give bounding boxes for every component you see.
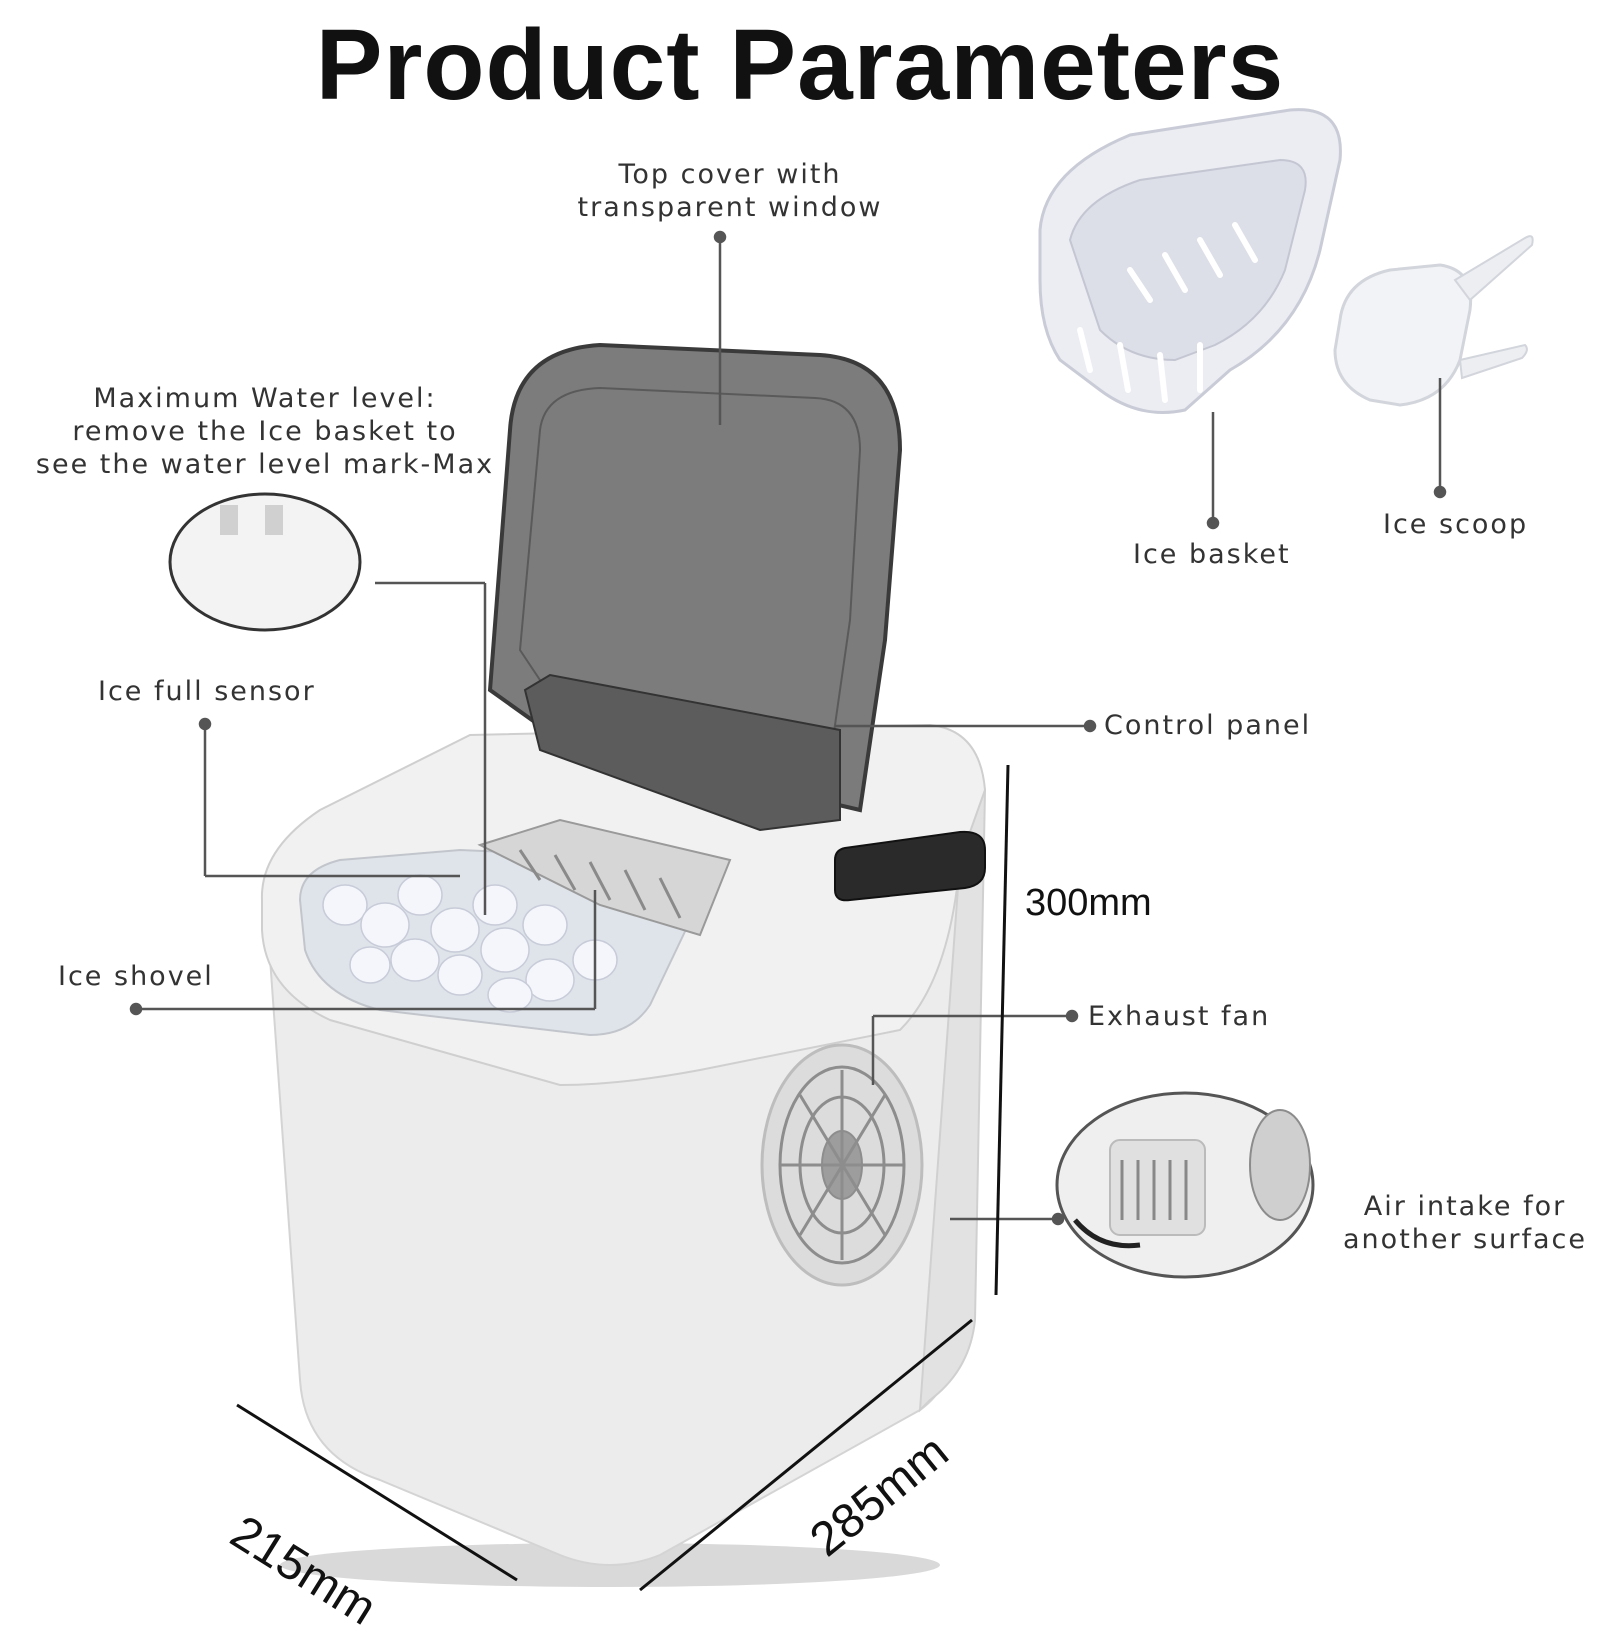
label-ice-full-sensor: Ice full sensor (98, 676, 316, 707)
label-top-cover: Top cover with transparent window (577, 159, 883, 223)
label-control-panel: Control panel (1104, 710, 1312, 741)
height-dimension-line (994, 764, 1010, 1296)
ice-maker-machine (260, 342, 987, 1587)
page-title: Product Parameters (315, 9, 1285, 121)
depth-dimension-line (639, 1318, 973, 1592)
air-intake-inset (1055, 1091, 1315, 1279)
diagram-stage: Product Parameters Top cover with transp… (35, 9, 1587, 1636)
dimension-height-label: 300mm (1025, 882, 1152, 924)
label-exhaust-fan: Exhaust fan (1088, 1001, 1271, 1032)
product-illustration (129, 108, 1534, 1592)
width-dimension-line (236, 1403, 518, 1582)
exhaust-fan-grille (760, 1043, 924, 1287)
label-air-intake: Air intake for another surface (1343, 1191, 1587, 1255)
dimension-lines (236, 764, 1010, 1592)
ice-basket-illustration (1038, 108, 1342, 414)
label-ice-shovel: Ice shovel (58, 961, 214, 992)
machine-handle (834, 830, 986, 902)
label-ice-basket: Ice basket (1133, 539, 1291, 570)
leader-lines (129, 230, 1447, 1226)
label-ice-scoop: Ice scoop (1383, 509, 1529, 540)
label-max-water-level: Maximum Water level: remove the Ice bask… (35, 383, 495, 480)
ice-tray-grid (477, 818, 732, 937)
lid-hinge (523, 673, 841, 832)
ice-scoop-illustration (1333, 235, 1534, 407)
water-level-inset (168, 492, 362, 632)
